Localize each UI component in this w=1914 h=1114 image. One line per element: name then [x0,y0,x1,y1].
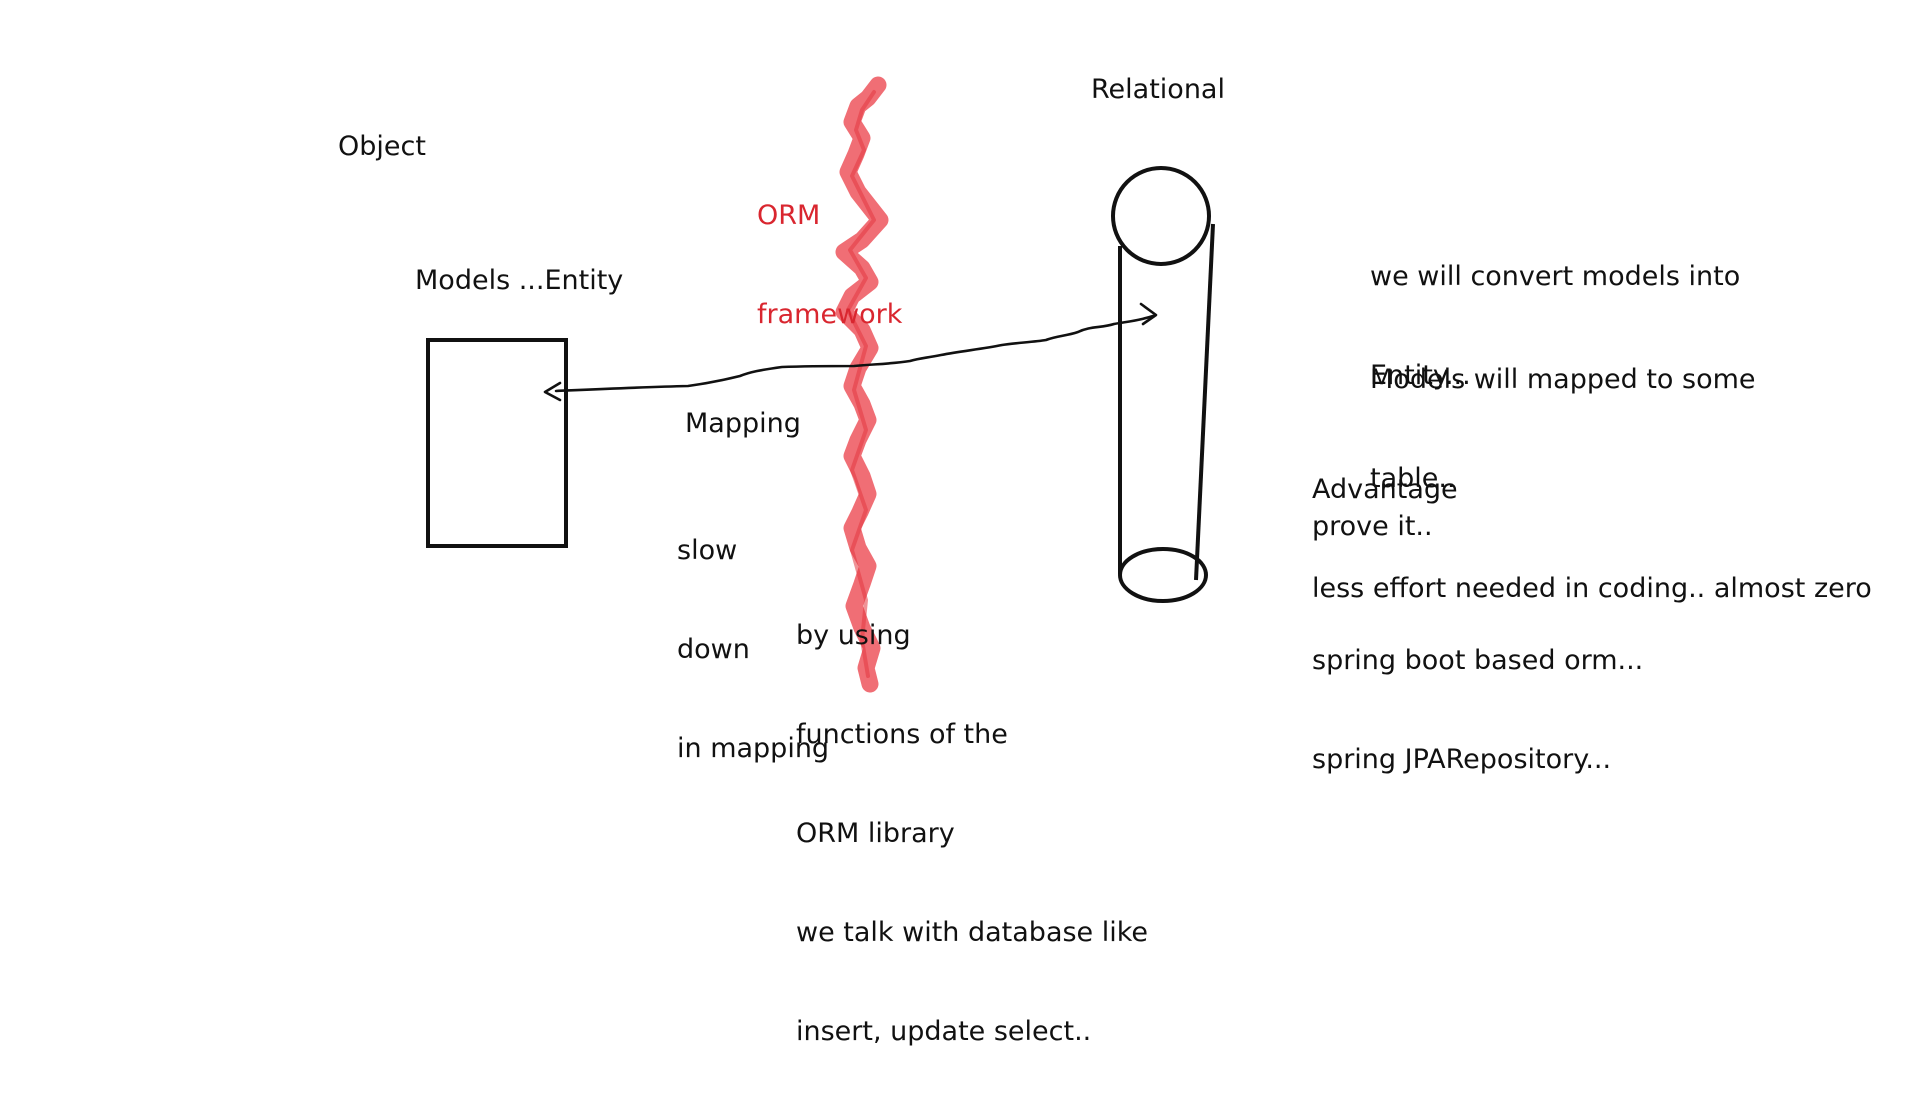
prove-it-note: prove it.. [1312,511,1433,542]
slow-down-line: slow [677,535,738,566]
slow-down-note: slow down in mapping [677,468,829,831]
whiteboard-canvas: Object Models ...Entity ORM framework Re… [338,74,1872,1047]
arrowhead-relational-icon [1139,302,1158,326]
slow-down-line: in mapping [677,733,830,764]
orm-usage-line: insert, update select.. [796,1016,1092,1047]
orm-framework-line: framework [757,299,903,330]
spring-orm-note: spring boot based orm... spring JPARepos… [1312,578,1643,842]
model-object-box [426,338,568,548]
advantage-note: Advantage less effort needed in coding..… [1312,407,1872,671]
spring-orm-line: spring boot based orm... [1312,645,1644,676]
orm-usage-line: ORM library [796,818,955,849]
convert-models-line: we will convert models into [1370,261,1741,292]
mapped-table-line: Models will mapped to some [1370,364,1756,395]
orm-usage-line: by using [796,620,911,651]
spring-orm-line: spring JPARepository... [1312,744,1612,775]
slow-down-line: down [677,634,750,665]
advantage-line: less effort needed in coding.. almost ze… [1312,573,1872,604]
models-entity-label: Models ...Entity [415,265,624,296]
database-cylinder-icon [1111,166,1215,603]
convert-models-line: Entity... [1370,360,1471,391]
whiteboard-drawing [426,76,1215,693]
orm-framework-line: ORM [757,200,821,231]
convert-models-note: we will convert models into Entity... [1370,194,1740,458]
mapped-table-line: table.. [1370,463,1456,494]
advantage-line: Advantage [1312,474,1458,505]
orm-framework-label: ORM framework [757,133,902,397]
mapped-table-note: Models will mapped to some table.. [1370,297,1756,561]
object-label: Object [338,131,426,162]
orm-usage-note: by using functions of the ORM library we… [796,553,1148,1114]
arrowhead-object-icon [543,381,562,402]
orm-usage-line: we talk with database like [796,917,1149,948]
relational-label: Relational [1091,74,1225,105]
mapping-label: Mapping [685,408,801,439]
mapping-arrow-line [554,314,1155,393]
orm-divider-highlight [846,90,876,678]
orm-usage-line: functions of the [796,719,1008,750]
